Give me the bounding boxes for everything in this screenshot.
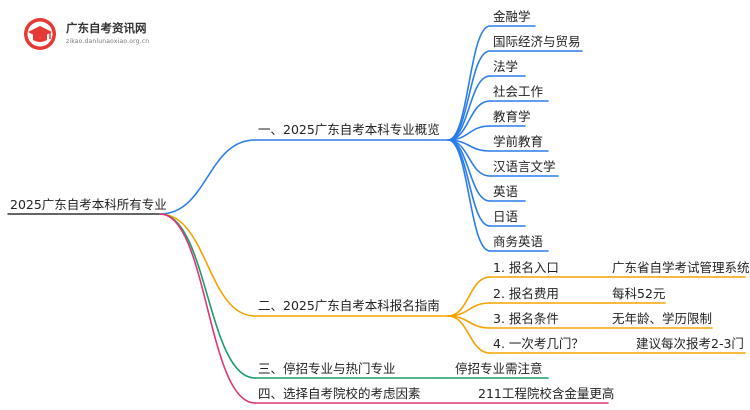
branch-2-item[interactable]: 3. 报名条件 [493,311,559,326]
branch-1-leaf[interactable]: 教育学 [493,109,531,124]
branch-1-leaf-connector [447,139,491,227]
branch-1-leaf[interactable]: 社会工作 [493,84,544,99]
site-name: 广东自考资讯网 [66,21,147,35]
branch-3-leaf[interactable]: 停招专业需注意 [455,361,543,376]
branch-1-leaf-connector [447,139,491,252]
branch-1-leaf[interactable]: 商务英语 [493,234,544,249]
branch-1-leaf-connector [447,50,491,141]
branch-1-leaf-connector [447,75,491,141]
branch-2-item[interactable]: 4. 一次考几门？ [493,336,584,351]
branch-2-detail[interactable]: 每科52元 [612,286,666,301]
branch-1-leaf[interactable]: 汉语言文学 [493,159,556,174]
root-to-branch-3 [159,213,256,379]
branch-1-leaf[interactable]: 学前教育 [493,134,544,149]
branch-2-detail[interactable]: 无年龄、学历限制 [612,311,713,326]
root-node[interactable]: 2025广东自考本科所有专业 [10,197,167,212]
graduation-cap-icon [24,18,56,50]
branch-1-leaf-connector [447,25,491,141]
branch-1-leaf[interactable]: 日语 [493,209,519,224]
branch-2-item[interactable]: 2. 报名费用 [493,286,559,301]
branch-4-leaf[interactable]: 211工程院校含金量更高 [478,386,615,401]
branch-1-label[interactable]: 一、2025广东自考本科专业概览 [258,122,440,137]
root-to-branch-4 [159,213,256,404]
branch-3-label[interactable]: 三、停招专业与热门专业 [258,361,396,376]
root-to-branch-1 [159,139,256,215]
site-logo[interactable]: 广东自考资讯网 zikao.danlunaoxiao.org.cn [20,14,170,54]
root-to-branch-2 [159,213,256,317]
branch-4-label[interactable]: 四、选择自考院校的考虑因素 [258,386,421,401]
site-url: zikao.danlunaoxiao.org.cn [66,38,150,45]
branch-2-detail[interactable]: 建议每次报考2-3门 [636,336,744,351]
branch-2-detail[interactable]: 广东省自学考试管理系统 [612,260,750,275]
branch-1-leaf[interactable]: 国际经济与贸易 [493,34,581,49]
branch-1-leaf[interactable]: 英语 [493,184,519,199]
branch-1-leaf[interactable]: 法学 [493,59,519,74]
branch-2-item[interactable]: 1. 报名入口 [493,260,559,275]
branch-1-leaf[interactable]: 金融学 [493,9,531,24]
branch-2-label[interactable]: 二、2025广东自考本科报名指南 [258,298,440,313]
branch-2-item-connector [447,315,491,354]
